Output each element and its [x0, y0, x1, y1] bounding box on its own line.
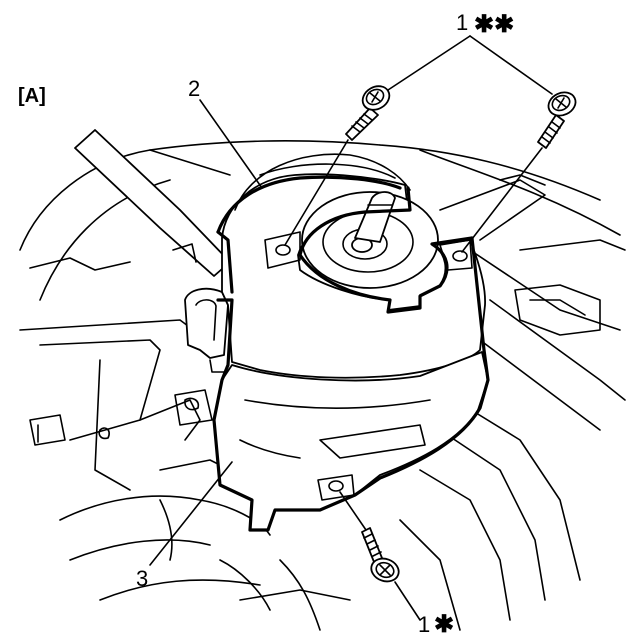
lock-bracket	[174, 287, 229, 426]
callout-cover-lower: 3	[136, 566, 148, 591]
callout-lower-screw: 1 ✱	[418, 611, 454, 636]
callout-number: 1	[418, 612, 430, 636]
steering-column-upper-cover	[216, 153, 486, 379]
leader-lines	[149, 35, 553, 621]
callout-upper-screws: 1 ✱✱	[456, 10, 514, 38]
background-linework	[19, 129, 626, 631]
panel-label: [A]	[18, 85, 46, 107]
screw-lower	[361, 527, 400, 583]
screw-upper-left	[345, 85, 391, 141]
callout-mark: ✱	[434, 611, 454, 636]
callout-number: 1	[456, 10, 468, 35]
callout-mark: ✱✱	[474, 11, 514, 38]
steering-column-lower-cover	[212, 236, 490, 532]
steering-shaft-hub	[298, 186, 474, 314]
screw-upper-right	[537, 91, 577, 149]
callout-cover-upper: 2	[188, 76, 200, 101]
